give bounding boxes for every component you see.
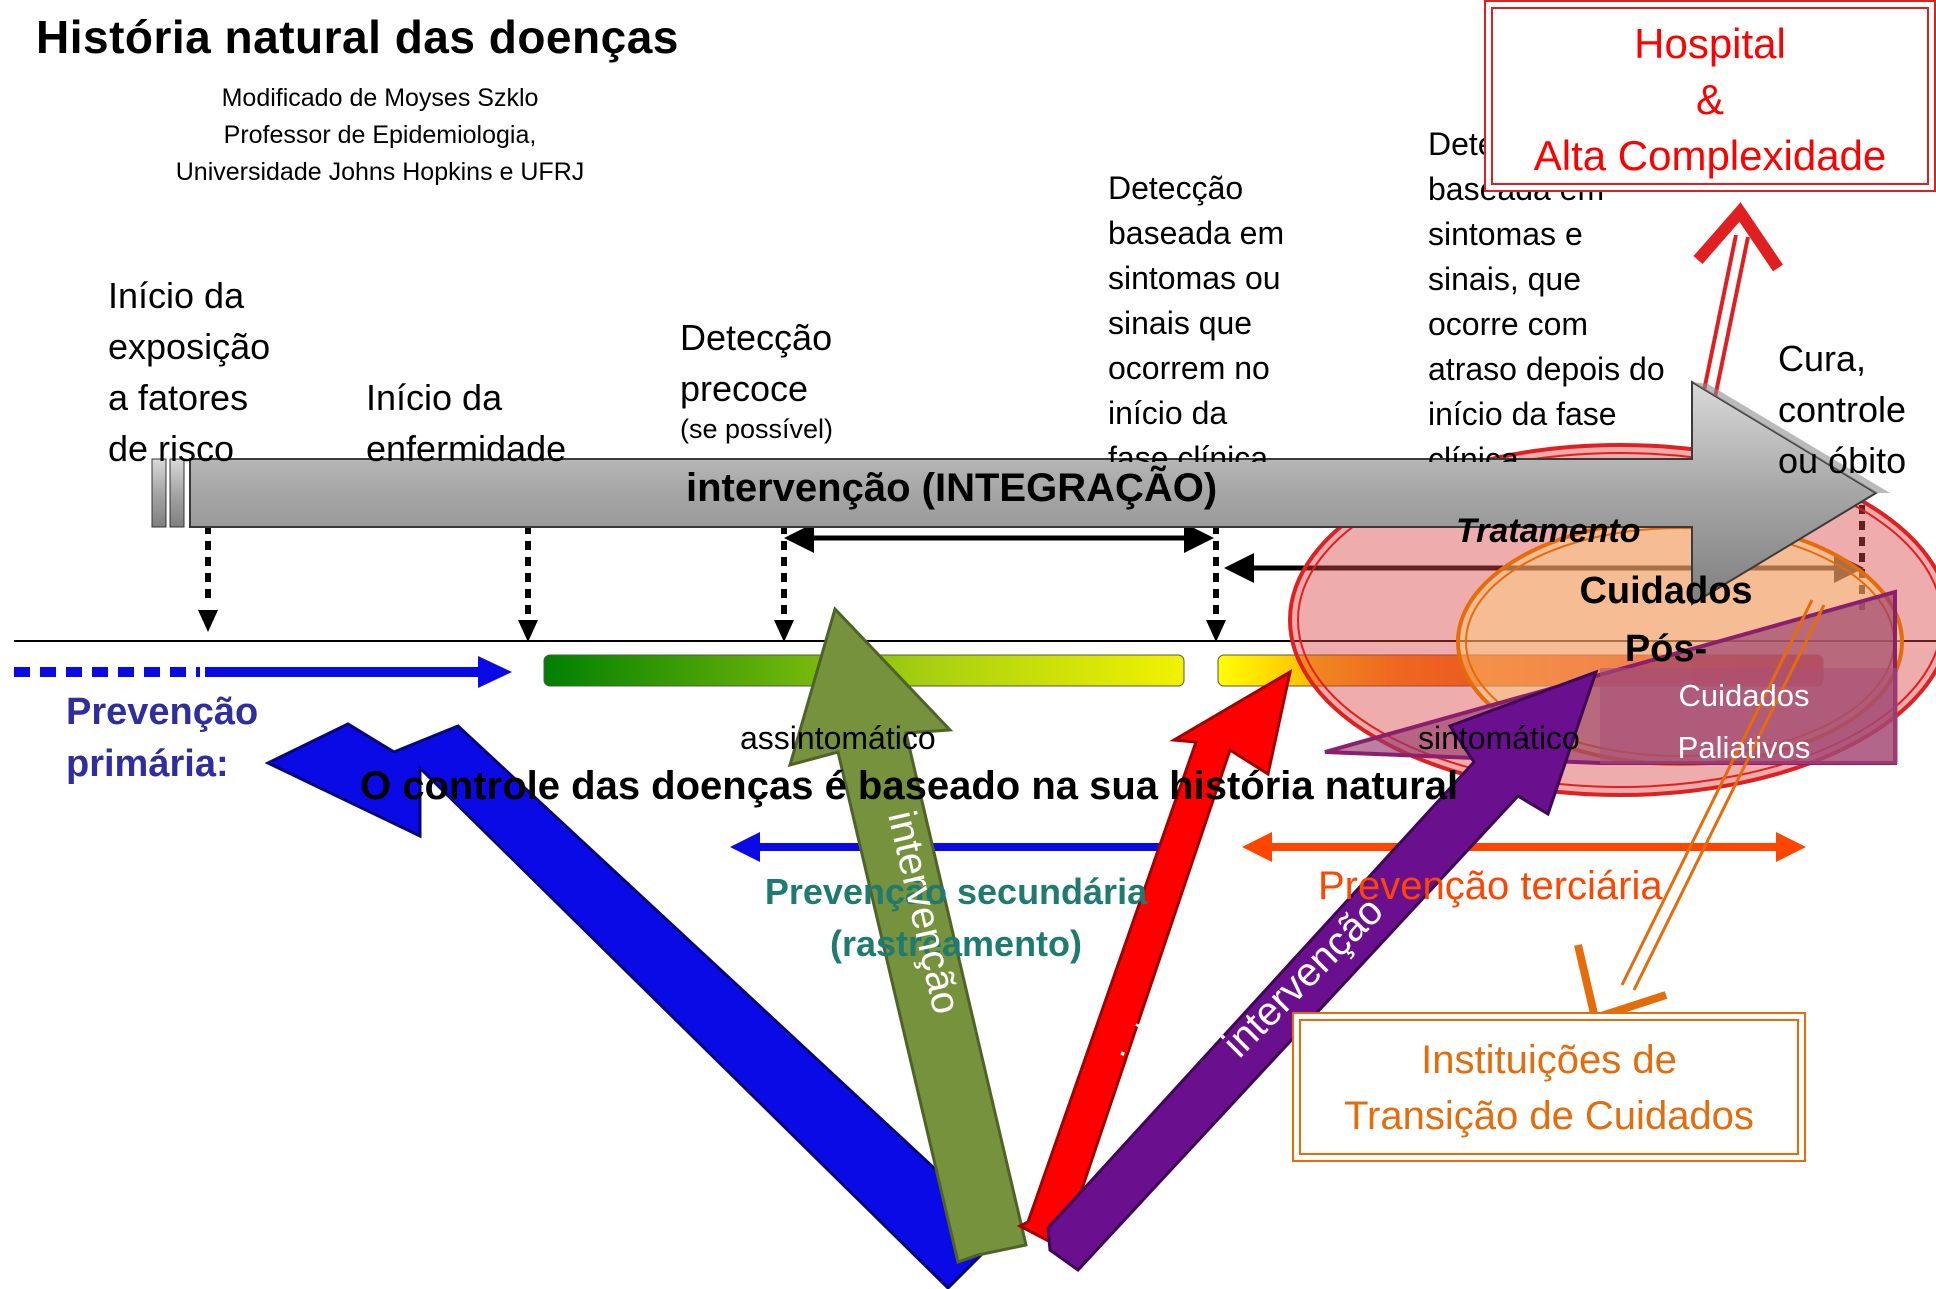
transition-box: Instituições de Transição de Cuidados [1292, 1012, 1806, 1162]
intervention-arrow-red [1016, 668, 1293, 1251]
intervention-arrow-purple [1046, 669, 1599, 1272]
stage-symptom-detection-label: Detecção baseada em sintomas ou sinais q… [1108, 170, 1285, 462]
early-detection-note: (se possível) [680, 414, 834, 444]
hospital-box: Hospital & Alta Complexidade [1484, 0, 1936, 192]
primary-prevention-arrowhead [478, 656, 512, 688]
transition-box-text: Instituições de Transição de Cuidados [1344, 1038, 1754, 1138]
stage-early-detection: Detecção precoce (se possível) [680, 312, 833, 445]
hospital-box-text: Hospital & Alta Complexidade [1533, 20, 1887, 179]
main-arrow-label: intervenção (INTEGRAÇÃO) [686, 466, 1218, 510]
main-integration-arrow [189, 380, 1878, 606]
treatment-label: Tratamento [1456, 512, 1641, 550]
stage-onset-label: Início da enfermidade [366, 377, 567, 469]
asymptomatic-label: assintomático [740, 720, 936, 756]
credit-block: Modificado de Moyses Szklo Professor de … [140, 80, 620, 191]
symptomatic-label: sintomático [1418, 720, 1580, 756]
palliative-label: Cuidados Paliativos [1677, 678, 1811, 765]
stage-drop-arrowheads [198, 610, 1226, 642]
transition-arrow-head [1574, 944, 1668, 1024]
credit-line: Universidade Johns Hopkins e UFRJ [175, 158, 585, 186]
post-care-label: Cuidados Pós- [1579, 570, 1753, 670]
secondary-prevention-label: Prevenção secundária (rastreamento) [764, 871, 1148, 964]
credit-line: Professor de Epidemiologia, [223, 121, 537, 149]
intervention-arrow-olive [787, 606, 1028, 1264]
headline: O controle das doenças é baseado na sua … [360, 764, 1459, 808]
stage-exposure-label: Início da exposição a fatores de risco [108, 275, 271, 469]
intervention-arrow-blue [264, 722, 992, 1289]
primary-prevention-label: Prevenção primária: [66, 691, 259, 785]
early-detection-label: Detecção precoce [680, 317, 833, 409]
stage-late-detection-label: Detecção baseada em sintomas e sinais, q… [1428, 126, 1665, 462]
page-title: História natural das doenças [36, 11, 679, 63]
stage-outcome-label: Cura, controle ou óbito [1778, 338, 1907, 481]
hospital-arrow-head [1693, 202, 1783, 272]
tertiary-prevention-label: Prevenção terciária [1318, 864, 1663, 908]
credit-line: Modificado de Moyses Szklo [221, 84, 539, 112]
